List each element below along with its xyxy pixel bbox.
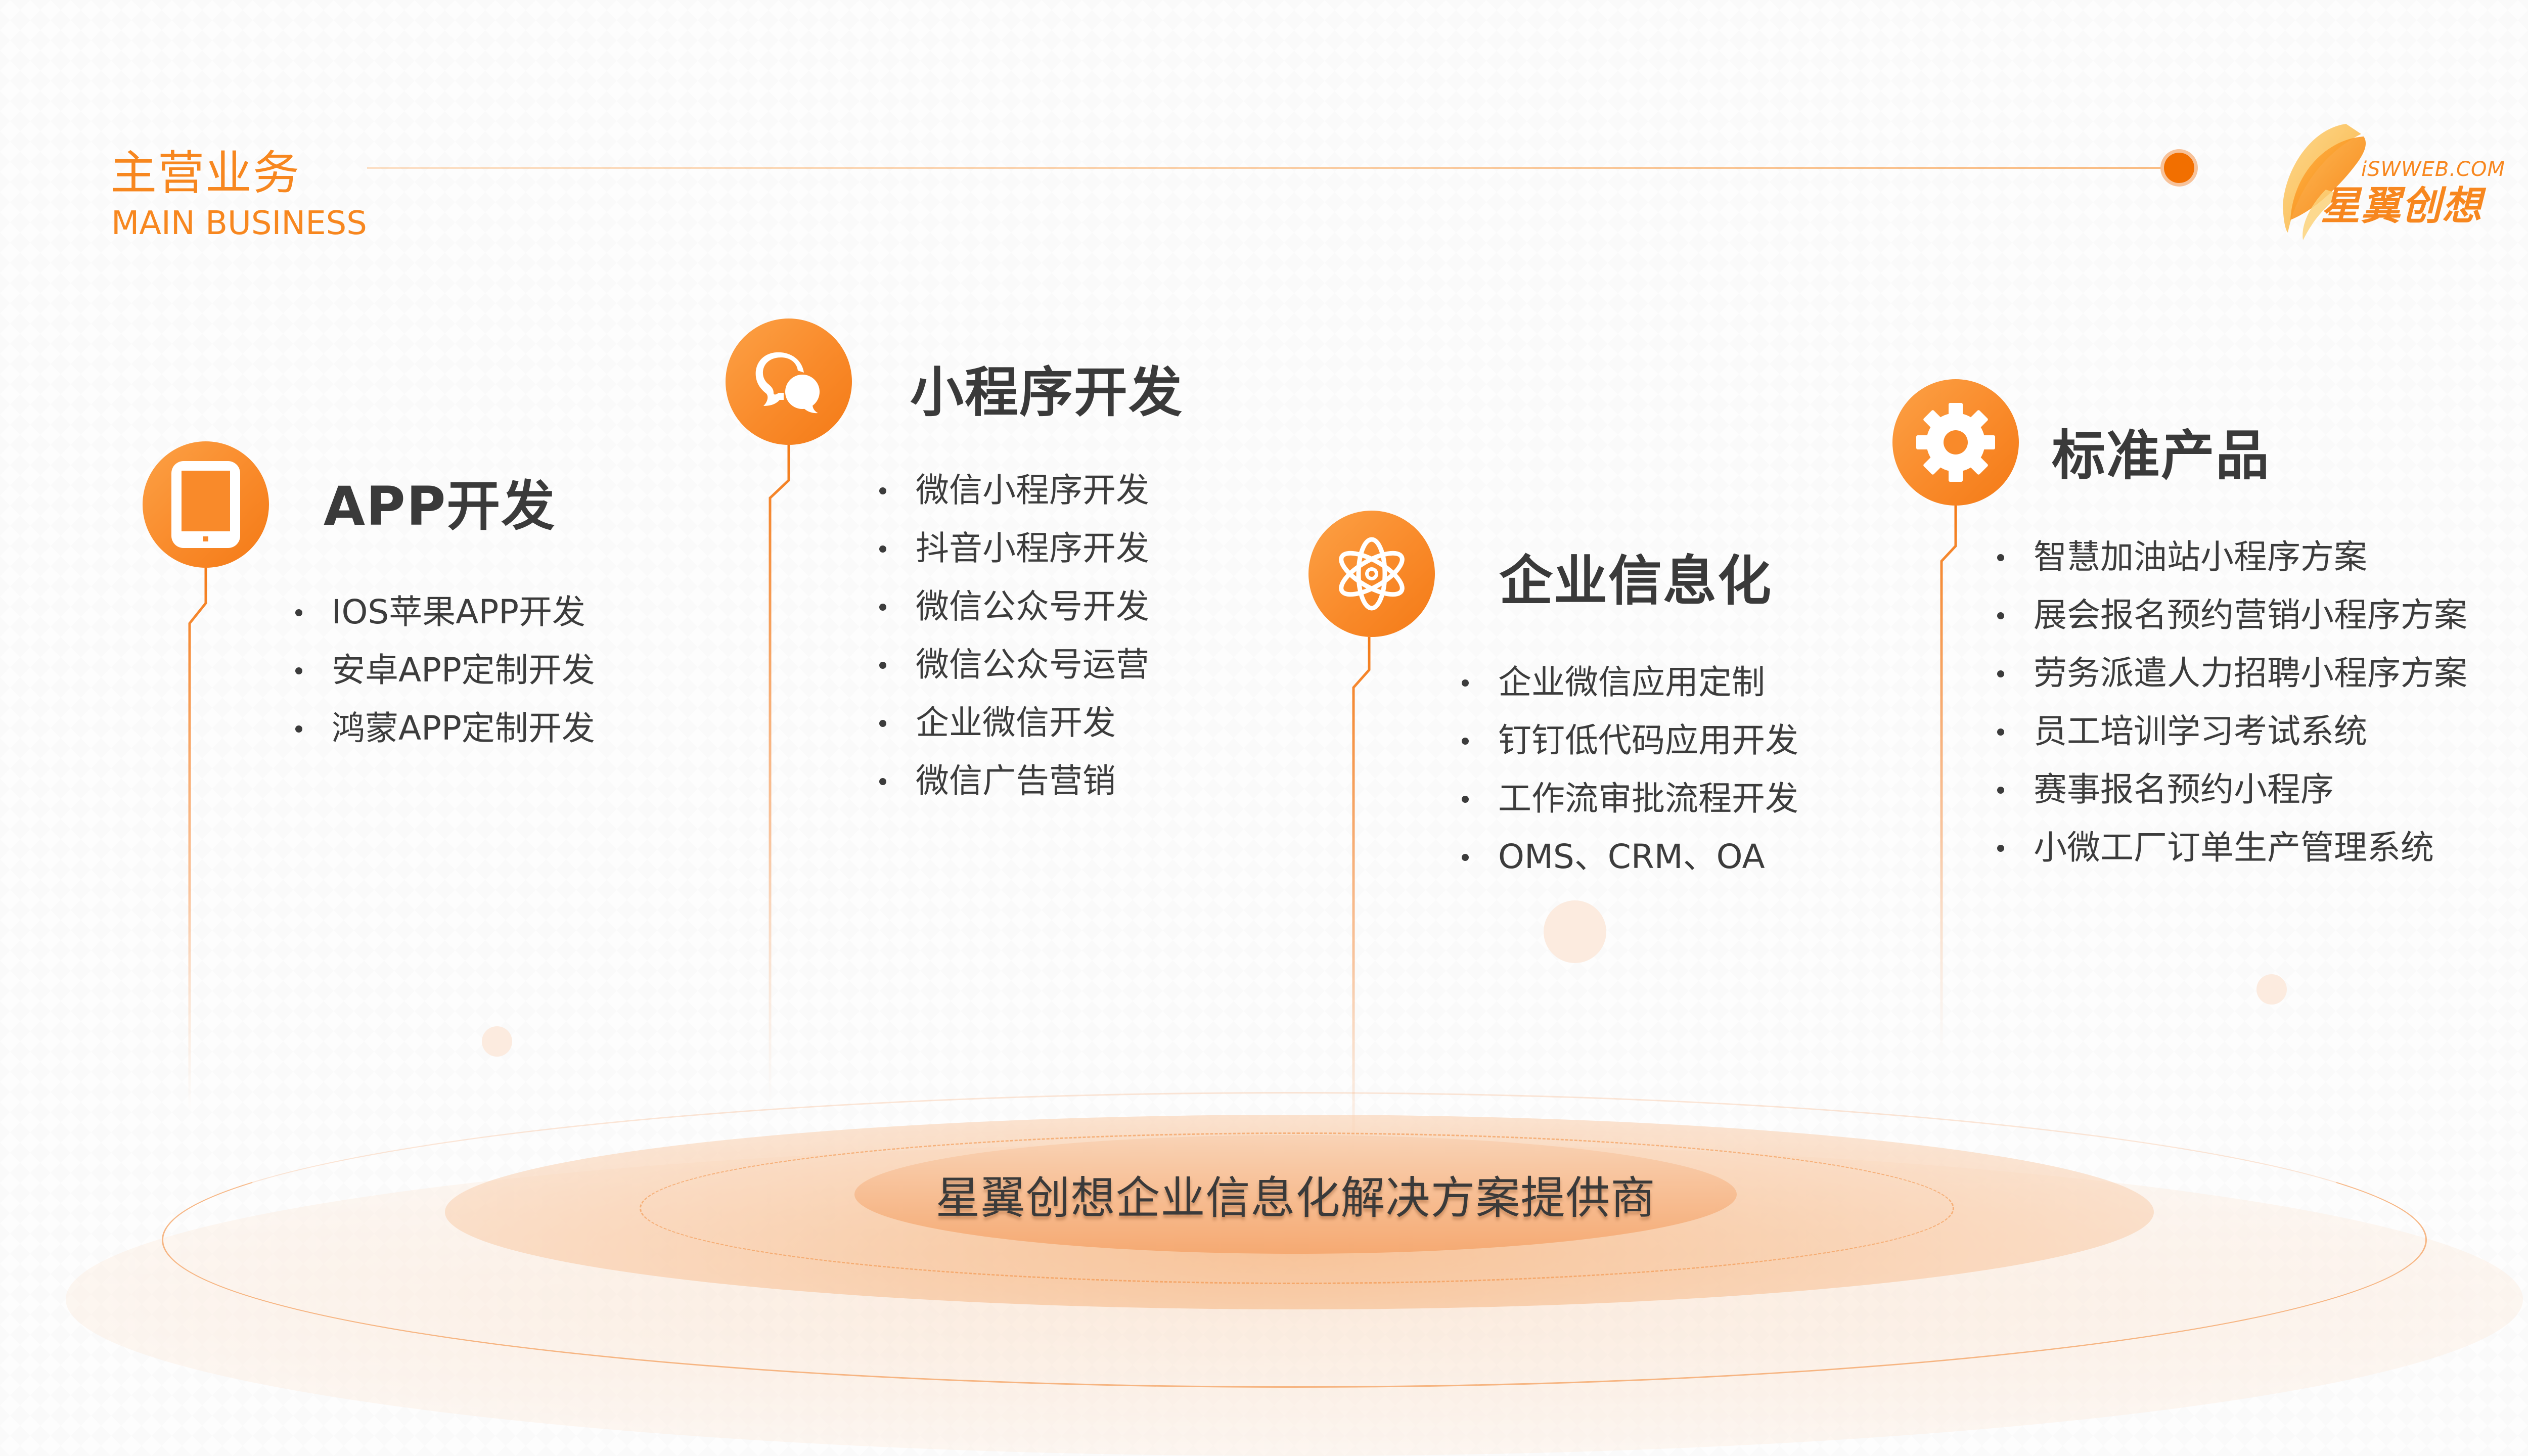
card-list-enterprise: 企业微信应用定制 钉钉低代码应用开发 工作流审批流程开发 OMS、CRM、OA bbox=[1460, 653, 1798, 886]
list-item: 鸿蒙APP定制开发 bbox=[293, 699, 595, 757]
list-item: 微信公众号运营 bbox=[877, 635, 1149, 694]
card-list-app: IOS苹果APP开发 安卓APP定制开发 鸿蒙APP定制开发 bbox=[293, 583, 595, 757]
list-item: 工作流审批流程开发 bbox=[1460, 769, 1798, 828]
platform-ring bbox=[162, 1092, 2427, 1388]
chat-bubbles-icon bbox=[755, 352, 820, 414]
card-title-miniprogram: 小程序开发 bbox=[910, 361, 1183, 424]
list-item: 小微工厂订单生产管理系统 bbox=[1995, 818, 2467, 877]
decorative-dot bbox=[1544, 900, 1606, 963]
decorative-dot bbox=[2256, 974, 2287, 1005]
decorative-dot bbox=[482, 1026, 512, 1057]
list-item: 钉钉低代码应用开发 bbox=[1460, 711, 1798, 769]
list-item: 微信公众号开发 bbox=[877, 577, 1149, 635]
list-item: 微信小程序开发 bbox=[877, 461, 1149, 519]
list-item: 赛事报名预约小程序 bbox=[1995, 760, 2467, 818]
atom-icon bbox=[1339, 537, 1405, 611]
section-title-en: MAIN BUSINESS bbox=[111, 205, 367, 242]
tablet-icon bbox=[171, 461, 240, 548]
standard-product-icon-badge bbox=[1892, 379, 2019, 506]
card-title-app: APP开发 bbox=[324, 475, 556, 537]
list-item: 安卓APP定制开发 bbox=[293, 641, 595, 699]
card-title-enterprise: 企业信息化 bbox=[1499, 550, 1772, 612]
company-tagline: 星翼创想企业信息化解决方案提供商 bbox=[935, 1172, 1656, 1224]
list-item: 员工培训学习考试系统 bbox=[1995, 702, 2467, 760]
app-dev-icon-badge bbox=[143, 441, 269, 568]
list-item: 展会报名预约营销小程序方案 bbox=[1995, 586, 2467, 644]
header-divider-dot bbox=[2164, 153, 2194, 183]
header-divider-line bbox=[367, 167, 2177, 169]
list-item: 企业微信开发 bbox=[877, 694, 1149, 752]
list-item: 劳务派遣人力招聘小程序方案 bbox=[1995, 644, 2467, 702]
brand-name: 星翼创想 bbox=[2321, 184, 2483, 229]
card-title-standard: 标准产品 bbox=[2052, 425, 2270, 487]
enterprise-info-icon-badge bbox=[1308, 511, 1435, 637]
platform-core bbox=[854, 1135, 1737, 1254]
list-item: IOS苹果APP开发 bbox=[293, 583, 595, 641]
miniprogram-icon-badge bbox=[726, 318, 852, 445]
section-title-cn: 主营业务 bbox=[110, 146, 301, 200]
brand-url: iSWWEB.COM bbox=[2361, 158, 2505, 181]
brand-logo-wing-icon bbox=[2283, 124, 2366, 240]
platform-dashed-ring bbox=[640, 1132, 1954, 1284]
card-list-standard: 智慧加油站小程序方案 展会报名预约营销小程序方案 劳务派遣人力招聘小程序方案 员… bbox=[1995, 528, 2467, 877]
list-item: 抖音小程序开发 bbox=[877, 519, 1149, 577]
list-item: 智慧加油站小程序方案 bbox=[1995, 528, 2467, 586]
gear-icon bbox=[1916, 403, 1995, 482]
list-item: 企业微信应用定制 bbox=[1460, 653, 1798, 711]
list-item: OMS、CRM、OA bbox=[1460, 828, 1798, 886]
card-list-miniprogram: 微信小程序开发 抖音小程序开发 微信公众号开发 微信公众号运营 企业微信开发 微… bbox=[877, 461, 1149, 810]
list-item: 微信广告营销 bbox=[877, 752, 1149, 810]
